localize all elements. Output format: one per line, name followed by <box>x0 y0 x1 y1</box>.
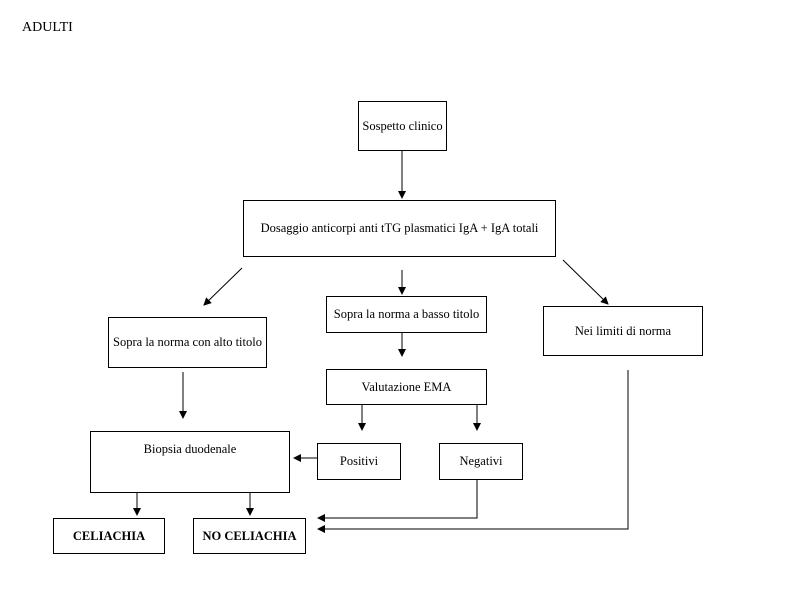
diagram-title: ADULTI <box>22 20 73 35</box>
arrow-dosage-to-normal <box>562 259 609 305</box>
celiac-label: CELIACHIA <box>72 528 146 543</box>
dosage-box: Dosaggio anticorpi anti tTG plasmatici I… <box>243 200 556 257</box>
celiac-box: CELIACHIA <box>53 518 165 554</box>
dosage-label: Dosaggio anticorpi anti tTG plasmatici I… <box>260 221 539 235</box>
high-titre-label: Sopra la norma con alto titolo <box>113 335 262 349</box>
positive-box: Positivi <box>317 443 401 480</box>
suspect-label: Sospetto clinico <box>362 118 443 133</box>
low-titre-label: Sopra la norma a basso titolo <box>333 307 480 321</box>
biopsy-label: Biopsia duodenale <box>143 442 237 456</box>
ema-box: Valutazione EMA <box>326 369 487 405</box>
biopsy-box: Biopsia duodenale <box>90 431 290 493</box>
arrow-dosage-to-high <box>203 267 243 306</box>
high-titre-box: Sopra la norma con alto titolo <box>108 317 267 368</box>
negative-box: Negativi <box>439 443 523 480</box>
normal-range-box: Nei limiti di norma <box>543 306 703 356</box>
positive-label: Positivi <box>339 454 379 468</box>
no-celiac-label: NO CELIACHIA <box>202 528 297 543</box>
arrow-negative-to-no-celiac <box>317 480 478 522</box>
arrow-normal-to-no-celiac <box>317 370 629 533</box>
suspect-box: Sospetto clinico <box>358 101 447 151</box>
negative-label: Negativi <box>459 454 503 468</box>
no-celiac-box: NO CELIACHIA <box>193 518 306 554</box>
normal-range-label: Nei limiti di norma <box>574 323 672 338</box>
low-titre-box: Sopra la norma a basso titolo <box>326 296 487 333</box>
ema-label: Valutazione EMA <box>361 379 452 394</box>
